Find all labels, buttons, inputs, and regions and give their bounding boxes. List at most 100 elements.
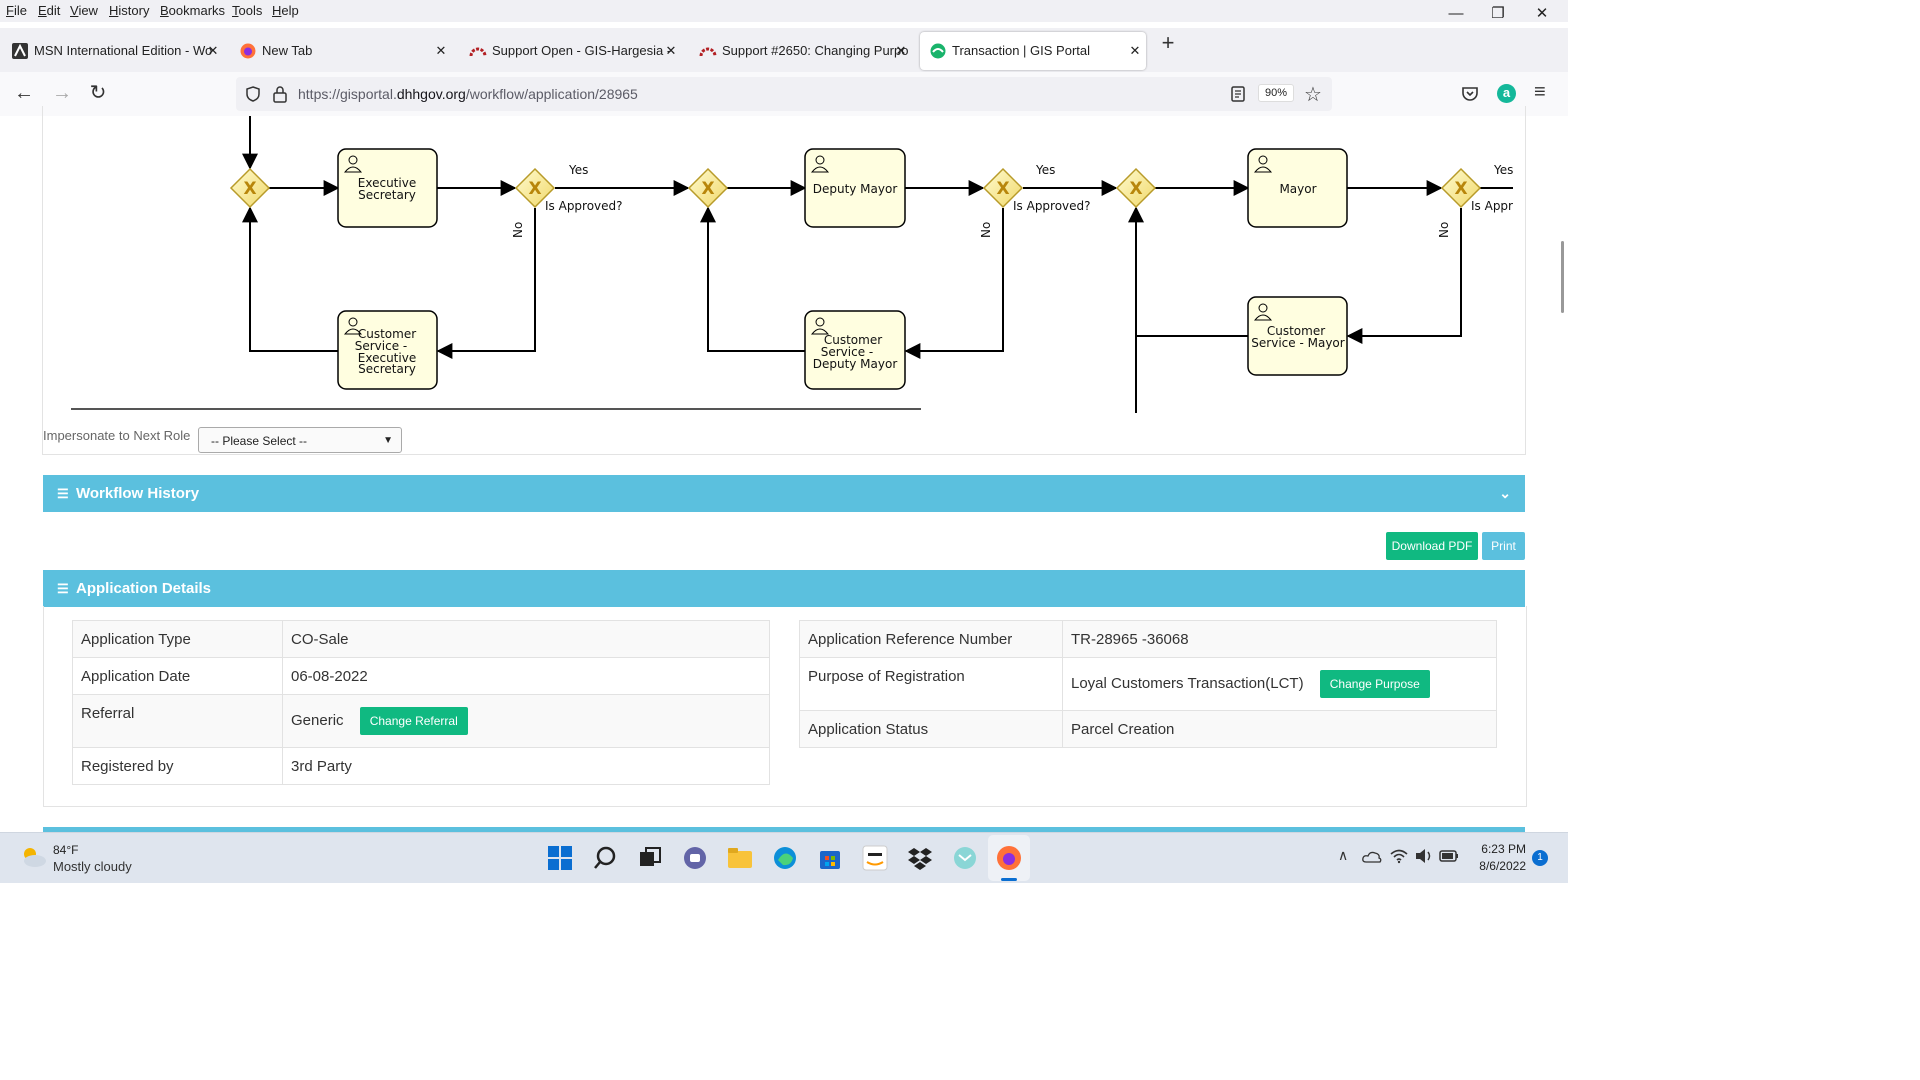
address-bar[interactable]: https://gisportal.dhhgov.org/workflow/ap… [236, 77, 1332, 111]
table-row: Application Reference Number TR-28965 -3… [799, 620, 1497, 658]
field-value: 3rd Party [282, 747, 770, 785]
firefox-icon[interactable] [995, 844, 1023, 872]
search-icon[interactable] [591, 844, 619, 872]
task-customer-service-executive-secretary[interactable]: Customer Service - Executive Secretary [337, 310, 438, 390]
windows-start-icon[interactable] [546, 844, 574, 872]
restore-button[interactable]: ❐ [1491, 5, 1505, 22]
task-view-icon[interactable] [636, 844, 664, 872]
download-pdf-button[interactable]: Download PDF [1386, 532, 1478, 560]
dropbox-icon[interactable] [906, 844, 934, 872]
svg-text:X: X [996, 179, 1009, 199]
menu-view[interactable]: View [70, 3, 98, 18]
close-tab-icon[interactable]: ✕ [1129, 43, 1141, 58]
shield-icon[interactable] [244, 85, 262, 103]
wifi-icon[interactable] [1390, 848, 1408, 864]
tab-label: Transaction | GIS Portal [952, 43, 1091, 58]
label-is-approved: Is Approved? [545, 199, 623, 213]
close-tab-icon[interactable]: ✕ [895, 43, 907, 58]
zoom-level[interactable]: 90% [1258, 84, 1295, 102]
close-tab-icon[interactable]: ✕ [435, 43, 447, 58]
menu-help[interactable]: Help [272, 3, 299, 18]
tab-label: New Tab [262, 43, 313, 58]
lock-icon[interactable] [272, 85, 288, 103]
svg-text:Customer: Customer [358, 327, 416, 341]
user-icon [810, 155, 830, 173]
svg-text:Service -: Service - [821, 345, 874, 359]
print-button[interactable]: Print [1482, 532, 1525, 560]
volume-icon[interactable] [1414, 848, 1434, 864]
field-label: Purpose of Registration [799, 657, 1063, 711]
weather-cloud-icon[interactable] [18, 843, 48, 871]
menu-tools[interactable]: Tools [232, 3, 263, 18]
minimize-button[interactable]: — [1448, 5, 1464, 22]
menu-hamburger-icon[interactable]: ≡ [1534, 81, 1546, 103]
change-purpose-button[interactable]: Change Purpose [1319, 670, 1430, 698]
tab-new-tab[interactable]: New Tab ✕ [230, 32, 452, 70]
back-icon[interactable]: ← [14, 82, 34, 104]
gateway-2: X [514, 167, 556, 209]
table-row: Application Status Parcel Creation [799, 710, 1497, 748]
svg-text:Executive: Executive [358, 351, 416, 365]
menu-history[interactable]: History [109, 3, 150, 18]
menu-edit[interactable]: Edit [38, 3, 61, 18]
close-window-button[interactable]: ✕ [1535, 5, 1549, 22]
label-no: No [979, 222, 993, 238]
details-table-right: Application Reference Number TR-28965 -3… [799, 620, 1497, 748]
page-scrollbar[interactable] [1561, 241, 1564, 313]
reader-view-icon[interactable] [1230, 85, 1246, 103]
task-executive-secretary[interactable]: Executive Secretary [337, 148, 438, 228]
forward-icon[interactable]: → [52, 82, 72, 104]
bookmark-star-icon[interactable]: ☆ [1304, 84, 1322, 106]
battery-icon[interactable] [1439, 850, 1459, 862]
menu-file[interactable]: File [6, 3, 27, 18]
impersonate-role-select[interactable]: -- Please Select -- ▼ [198, 427, 402, 453]
gateway-6: X [1440, 167, 1482, 209]
close-tab-icon[interactable]: ✕ [207, 43, 219, 58]
gateway-4: X [982, 167, 1024, 209]
teams-chat-icon[interactable] [681, 844, 709, 872]
section-title: Workflow History [76, 485, 200, 502]
tab-support-open[interactable]: Support Open - GIS-Hargesia - ✕ [460, 32, 682, 70]
taskbar: 84°F Mostly cloudy ∧ 6:23 PM 8/6/2022 1 [0, 832, 1568, 883]
task-deputy-mayor[interactable]: Deputy Mayor [804, 148, 906, 228]
amazon-icon[interactable] [861, 844, 889, 872]
table-row: Application Type CO-Sale [72, 620, 770, 658]
onedrive-icon[interactable] [1362, 849, 1382, 863]
tab-label: Support #2650: Changing Purpo [722, 43, 909, 58]
label-is-approved: Is Approved? [1013, 199, 1091, 213]
pocket-icon[interactable] [1460, 84, 1480, 104]
clock-time[interactable]: 6:23 PM [1481, 842, 1526, 856]
mail-icon[interactable] [951, 844, 979, 872]
tab-label: Support Open - GIS-Hargesia - [492, 43, 672, 58]
field-value-cell: Loyal Customers Transaction(LCT) Change … [1062, 657, 1497, 711]
task-customer-service-deputy-mayor[interactable]: Customer Service - Deputy Mayor [804, 310, 906, 390]
store-icon[interactable] [816, 844, 844, 872]
label-no: No [511, 222, 525, 238]
tab-transaction-gis-portal[interactable]: Transaction | GIS Portal ✕ [920, 32, 1146, 70]
workflow-history-header[interactable]: ☰ Workflow History ⌄ [43, 475, 1525, 512]
chevron-up-icon[interactable]: ∧ [1338, 847, 1349, 863]
label-yes: Yes [1035, 163, 1055, 177]
task-mayor[interactable]: Mayor [1247, 148, 1348, 228]
reload-icon[interactable]: ↻ [89, 82, 107, 104]
task-customer-service-mayor[interactable]: Customer Service - Mayor [1247, 296, 1348, 376]
close-tab-icon[interactable]: ✕ [665, 43, 677, 58]
clock-date[interactable]: 8/6/2022 [1479, 859, 1526, 873]
application-details-panel: Application Type CO-Sale Application Dat… [43, 606, 1527, 807]
gateway-3: X [687, 167, 729, 209]
application-details-header: ☰ Application Details [43, 570, 1525, 607]
gateway-5: X [1115, 167, 1157, 209]
tab-support-2650[interactable]: Support #2650: Changing Purpo ✕ [690, 32, 912, 70]
new-tab-button[interactable]: + [1161, 30, 1175, 55]
field-value: TR-28965 -36068 [1062, 620, 1497, 658]
notification-badge[interactable]: 1 [1532, 850, 1548, 866]
account-avatar[interactable]: a [1497, 84, 1516, 103]
tab-msn[interactable]: MSN International Edition - Wo ✕ [2, 32, 224, 70]
change-referral-button[interactable]: Change Referral [359, 707, 468, 735]
svg-text:Customer: Customer [1267, 324, 1325, 338]
menu-bookmarks[interactable]: Bookmarks [160, 3, 226, 18]
chevron-down-icon[interactable]: ⌄ [1499, 485, 1511, 501]
edge-icon[interactable] [771, 844, 799, 872]
firefox-icon [240, 43, 256, 59]
file-explorer-icon[interactable] [726, 844, 754, 872]
